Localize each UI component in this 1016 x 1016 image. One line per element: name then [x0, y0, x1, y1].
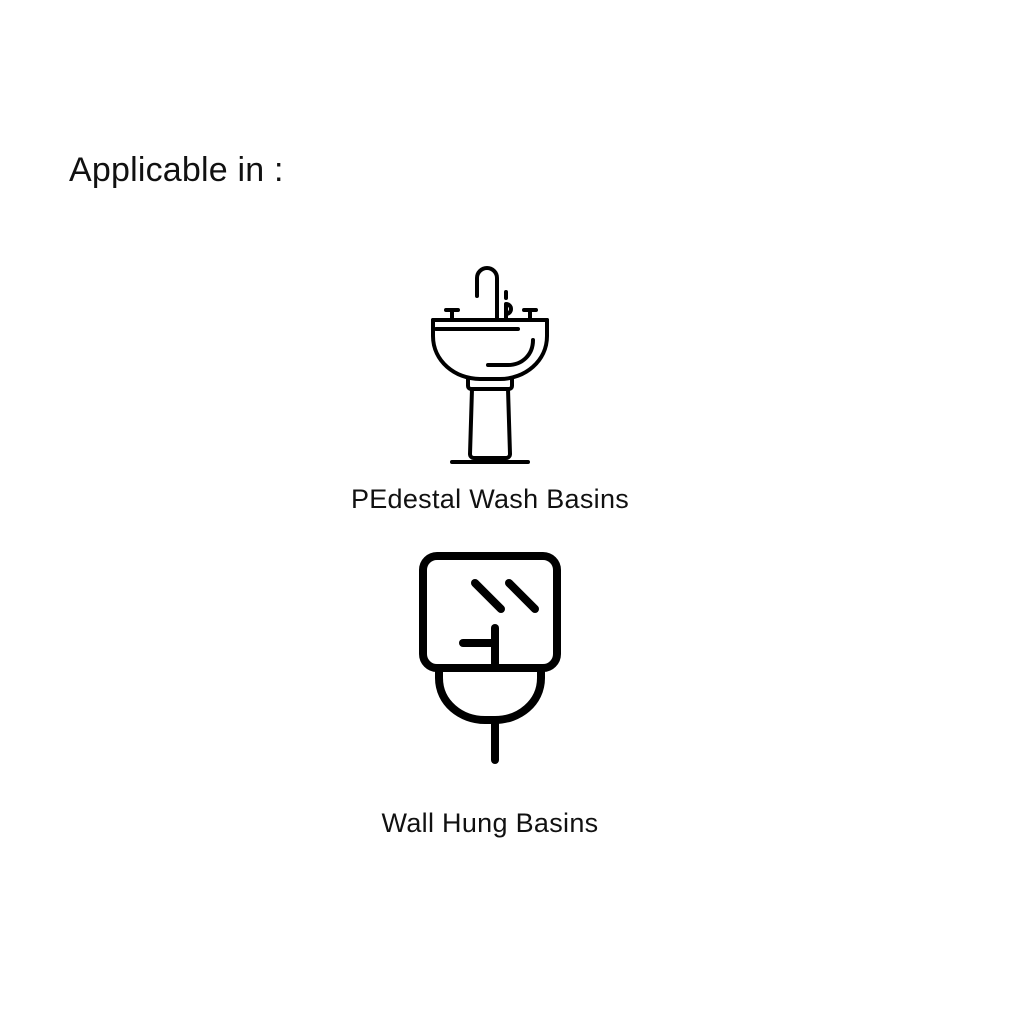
wall-hung-basin-item: Wall Hung Basins: [0, 548, 980, 840]
pedestal-sink-icon: [430, 258, 550, 468]
applicable-in-heading: Applicable in :: [69, 151, 284, 189]
pedestal-wash-basin-label: PEdestal Wash Basins: [350, 484, 630, 514]
wall-hung-basin-label: Wall Hung Basins: [381, 808, 599, 838]
wall-hung-basin-icon: [415, 548, 565, 770]
pedestal-wash-basin-item: PEdestal Wash Basins: [0, 258, 980, 516]
